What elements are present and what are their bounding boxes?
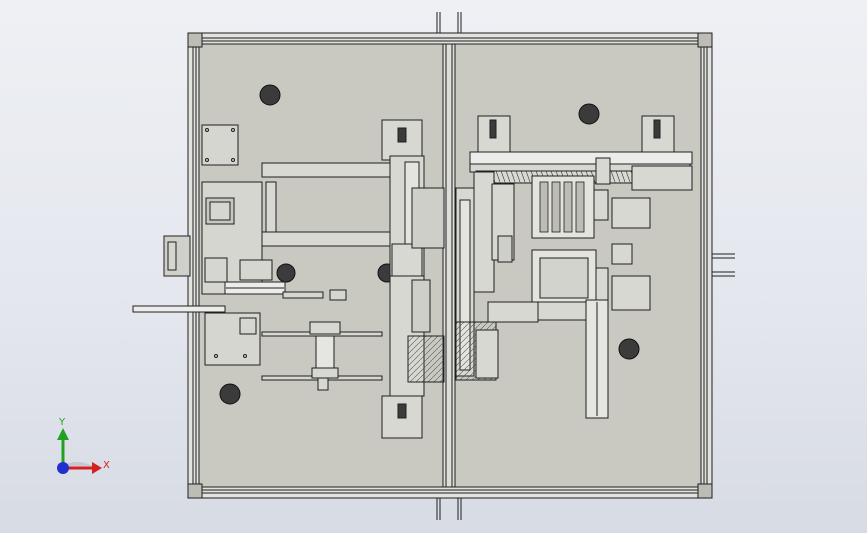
corner-bracket [697, 483, 713, 499]
corner-bracket [697, 32, 713, 48]
mounting-hole [618, 338, 640, 360]
rack-screw-area [407, 335, 445, 383]
feed-rail [132, 305, 226, 313]
machine-frame [187, 12, 735, 520]
coordinate-triad[interactable]: X Y [57, 417, 110, 474]
mounting-hole [259, 84, 281, 106]
mounting-hole [219, 383, 241, 405]
stack-assembly [455, 187, 499, 381]
corner-bracket [187, 483, 203, 499]
y-axis-arrow [57, 428, 69, 440]
center-divider-rail [442, 43, 456, 488]
z-axis-dot [57, 462, 69, 474]
left-vertical-slide [381, 119, 445, 439]
x-axis-arrow [92, 462, 102, 474]
x-axis-label: X [103, 460, 110, 471]
guide-bracket [261, 162, 393, 178]
right-linear-module [469, 115, 693, 419]
y-axis-label: Y [58, 417, 66, 428]
left-feeder-assembly [132, 124, 413, 366]
spindle-assembly [261, 321, 383, 391]
mounting-hole [578, 103, 600, 125]
mounting-hole [276, 263, 296, 283]
corner-bracket [187, 32, 203, 48]
